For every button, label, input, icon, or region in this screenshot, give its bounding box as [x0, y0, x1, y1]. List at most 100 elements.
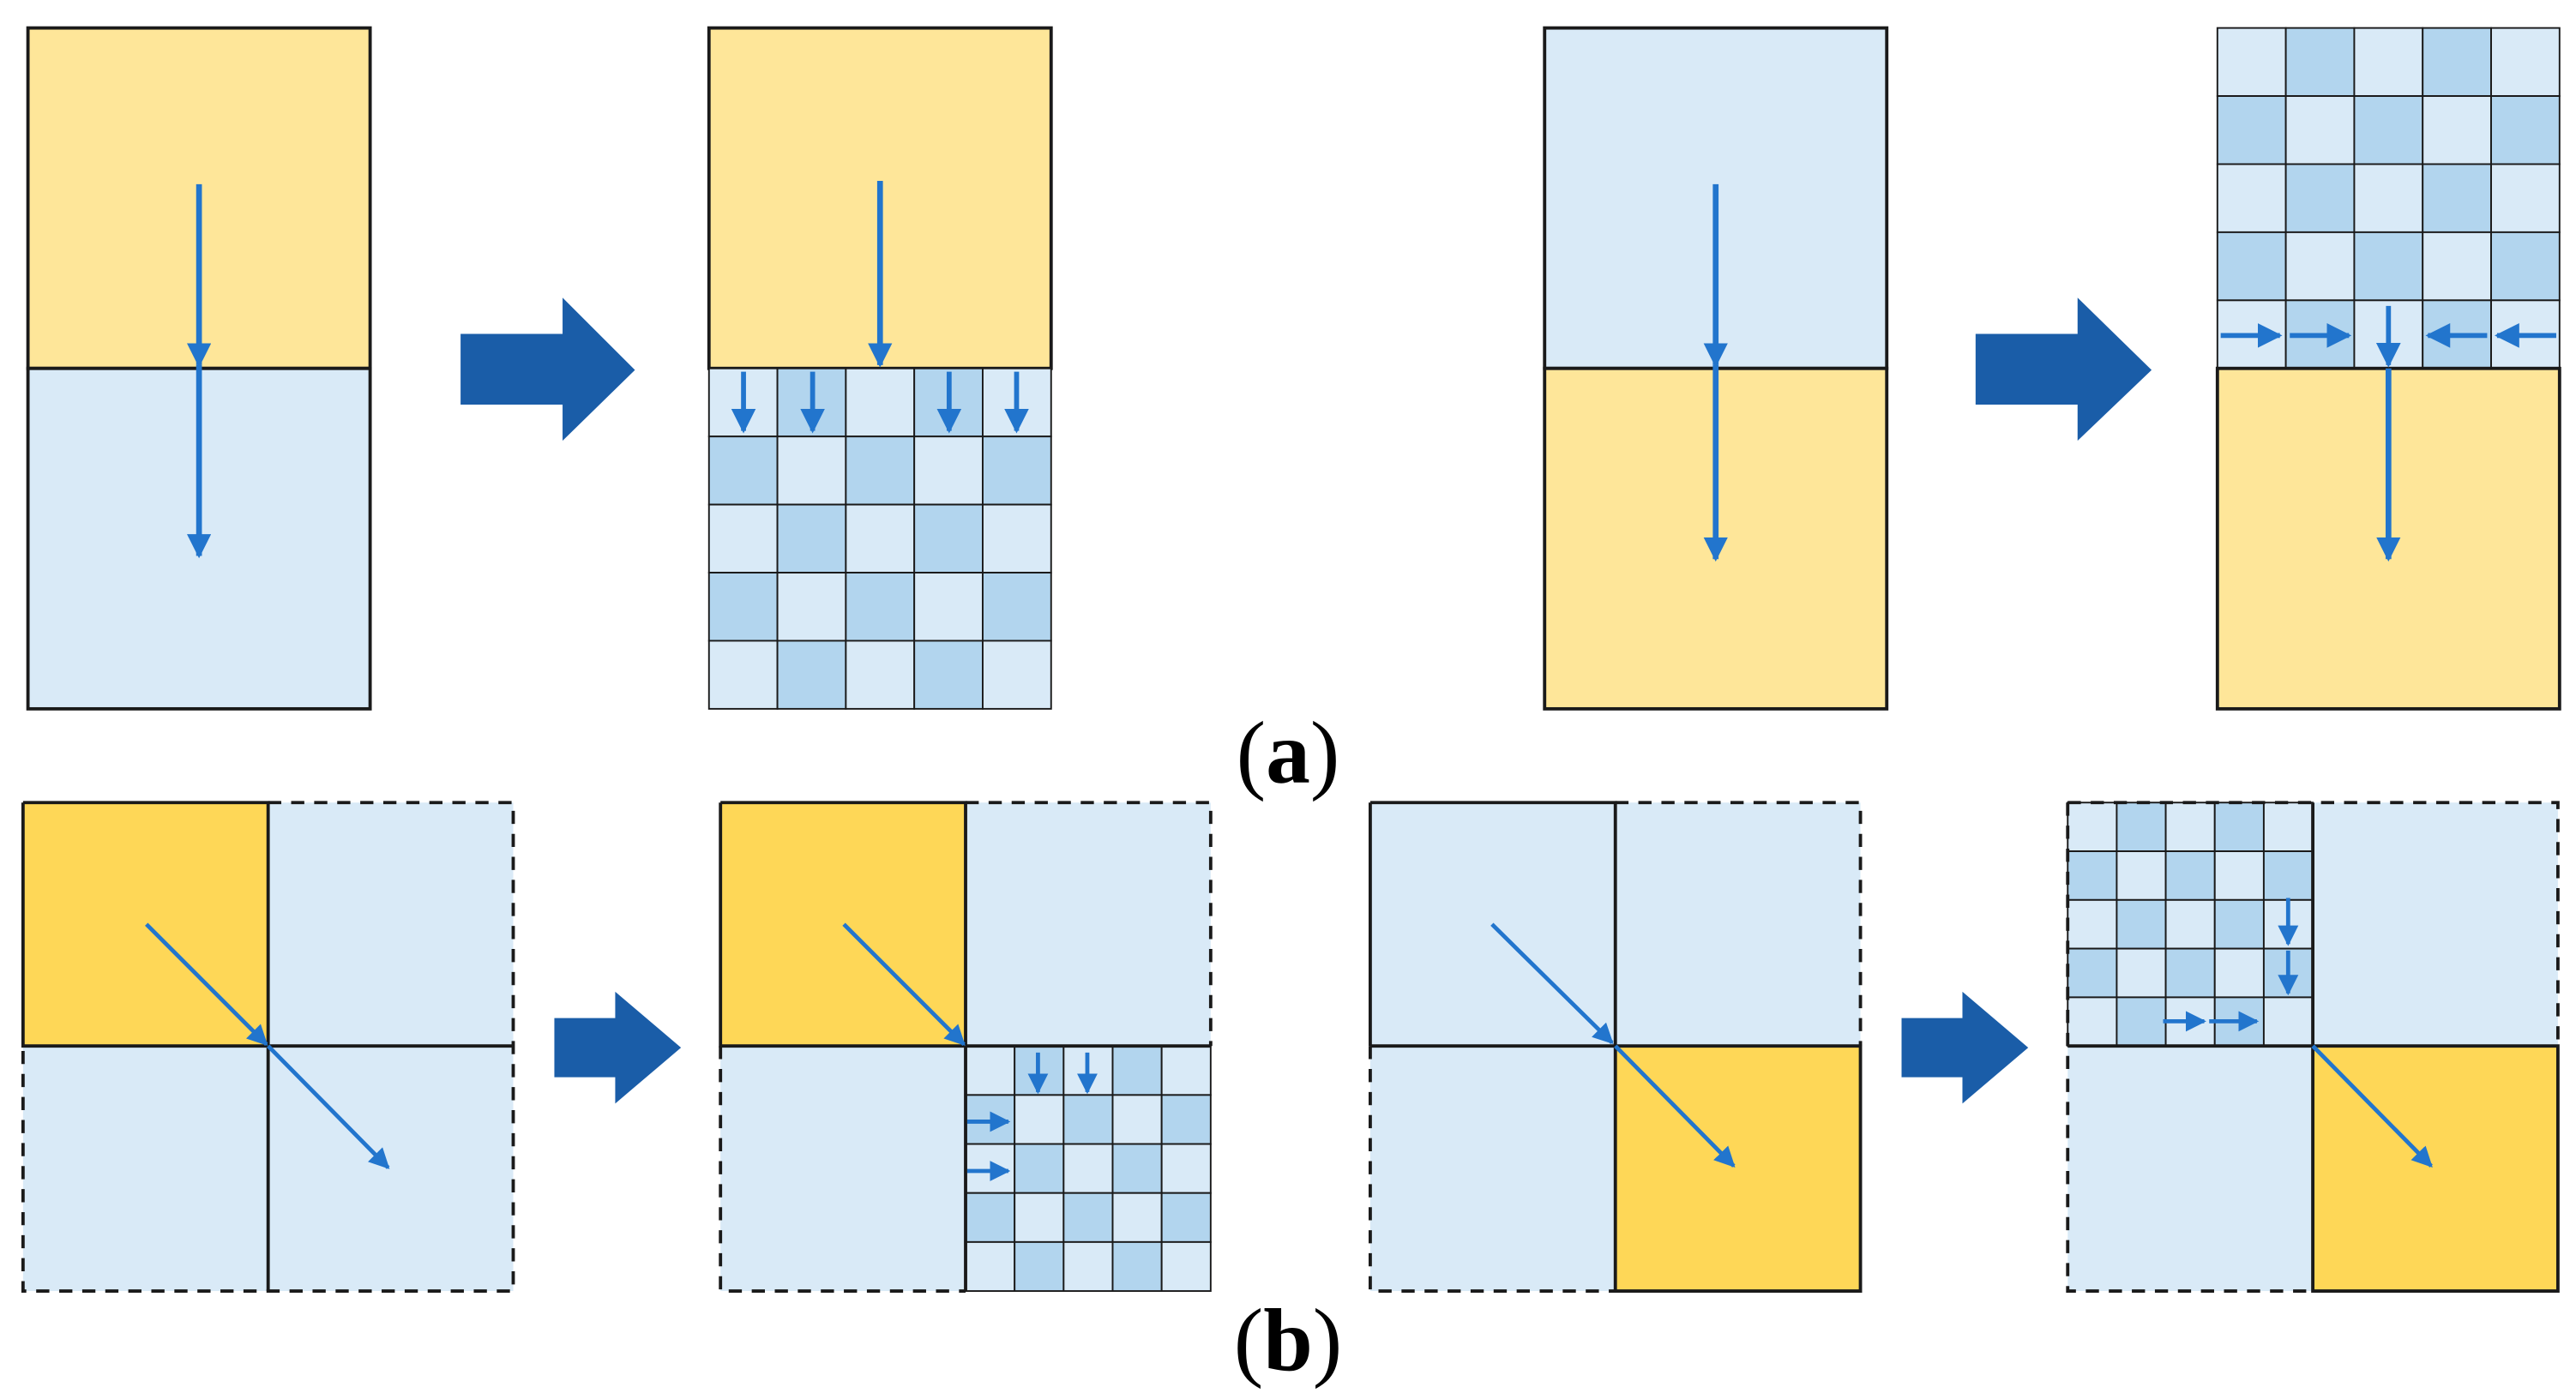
- fine-cell: [913, 639, 984, 710]
- fine-cell: [965, 1045, 1016, 1096]
- fine-grid: [2067, 802, 2314, 1048]
- fine-cell: [2164, 898, 2216, 950]
- fine-cell: [2213, 947, 2265, 999]
- fine-cell: [2284, 231, 2356, 302]
- flow-arrow: [842, 922, 966, 1046]
- fine-cell: [2490, 163, 2561, 233]
- fine-cell: [707, 503, 779, 573]
- fine-cell: [707, 572, 779, 642]
- fine-grid: [965, 1045, 1212, 1293]
- fine-cell: [2213, 850, 2265, 901]
- coarse-block: [720, 1046, 966, 1292]
- coarse-block: [966, 802, 1211, 1047]
- fine-cell: [1014, 1094, 1065, 1145]
- flow-arrow: [2311, 1044, 2433, 1168]
- fine-cell: [2213, 802, 2265, 852]
- fine-cell: [2216, 27, 2287, 98]
- fine-cell: [1160, 1094, 1212, 1145]
- fine-cell: [2116, 996, 2167, 1048]
- fine-cell: [1111, 1143, 1163, 1194]
- fine-cell: [1111, 1240, 1163, 1293]
- fine-cell: [845, 367, 916, 438]
- panel-b-3: [1368, 801, 1863, 1293]
- fine-cell: [2116, 947, 2167, 999]
- interface-arrows: [2163, 898, 2299, 1032]
- fine-cell: [2067, 898, 2118, 950]
- panel-b-1: [21, 801, 515, 1293]
- fine-cell: [1111, 1192, 1163, 1243]
- coarse-block: [268, 802, 514, 1047]
- fine-cell: [2490, 27, 2561, 98]
- fine-cell: [2164, 850, 2216, 901]
- fine-cell: [1014, 1240, 1065, 1293]
- fine-cell: [965, 1192, 1016, 1243]
- fine-cell: [2422, 163, 2492, 233]
- fine-grid: [2216, 27, 2561, 369]
- fine-cell: [776, 572, 847, 642]
- fine-cell: [1111, 1045, 1163, 1096]
- transition-arrow-icon: [460, 297, 635, 441]
- fine-grid: [707, 367, 1052, 710]
- fine-cell: [965, 1240, 1016, 1293]
- fine-cell: [776, 639, 847, 710]
- fine-cell: [2262, 996, 2314, 1048]
- fine-cell: [845, 639, 916, 710]
- fine-cell: [2216, 95, 2287, 165]
- fine-cell: [2353, 95, 2424, 165]
- fine-cell: [2067, 850, 2118, 901]
- fine-cell: [2116, 850, 2167, 901]
- caption-b: (b): [1234, 1292, 1343, 1390]
- fine-cell: [2213, 898, 2265, 950]
- fine-cell: [913, 572, 984, 642]
- fine-cell: [707, 435, 779, 506]
- fine-cell: [1014, 1143, 1065, 1194]
- fine-cell: [776, 503, 847, 573]
- fine-cell: [2284, 95, 2356, 165]
- interface-arrows: [2220, 305, 2556, 368]
- fine-cell: [2116, 802, 2167, 852]
- fine-cell: [2490, 95, 2561, 165]
- fine-cell: [2284, 163, 2356, 233]
- fine-cell: [1062, 1143, 1114, 1194]
- fine-cell: [2353, 163, 2424, 233]
- fine-cell: [2067, 996, 2118, 1048]
- panel-a-3: [1543, 26, 1889, 711]
- flow-arrow: [1490, 922, 1614, 1045]
- fine-cell: [2353, 231, 2424, 302]
- panel-b-4: [2066, 801, 2560, 1293]
- fine-cell: [982, 435, 1052, 506]
- transition-arrow-icon: [1975, 297, 2152, 441]
- fine-cell: [1160, 1240, 1212, 1293]
- fine-cell: [1062, 1094, 1114, 1145]
- fine-cell: [1160, 1045, 1212, 1096]
- fine-cell: [2422, 95, 2492, 165]
- panel-a-4: [2215, 27, 2561, 711]
- fine-cell: [2422, 27, 2492, 98]
- fine-cell: [1111, 1094, 1163, 1145]
- coarse-block: [2067, 1046, 2314, 1292]
- fine-cell: [845, 503, 916, 573]
- fine-cell: [845, 435, 916, 506]
- transition-arrow-icon: [554, 991, 682, 1104]
- panel-a-2: [707, 26, 1053, 710]
- fine-cell: [1062, 1240, 1114, 1293]
- fine-cell: [2216, 163, 2287, 233]
- fine-cell: [1014, 1192, 1065, 1243]
- flow-arrow: [266, 1044, 390, 1169]
- fine-cell: [2262, 802, 2314, 852]
- fine-cell: [982, 503, 1052, 573]
- fine-cell: [982, 572, 1052, 642]
- fine-cell: [2490, 231, 2561, 302]
- transition-arrow-icon: [1901, 991, 2029, 1104]
- interface-arrows: [731, 371, 1029, 434]
- fine-cell: [2067, 947, 2118, 999]
- coarse-block: [1615, 802, 1861, 1047]
- fine-cell: [845, 572, 916, 642]
- fine-cell: [2164, 947, 2216, 999]
- fine-cell: [913, 503, 984, 573]
- fine-cell: [1160, 1143, 1212, 1194]
- coarse-block: [2313, 802, 2558, 1047]
- fine-cell: [1062, 1192, 1114, 1243]
- fine-cell: [1160, 1192, 1212, 1243]
